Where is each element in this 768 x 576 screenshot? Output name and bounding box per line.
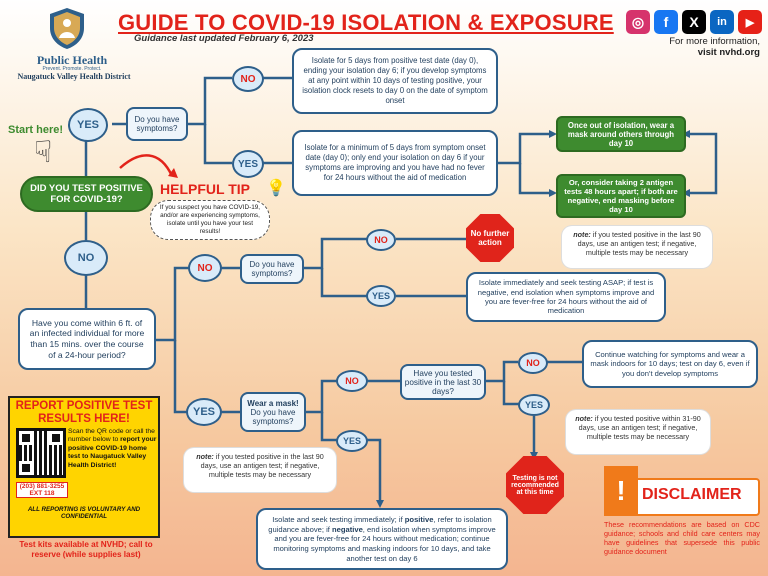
- logo-name: Public Health: [36, 53, 108, 67]
- linkedin-icon[interactable]: in: [710, 10, 734, 34]
- not-tested-no-node: NO: [518, 352, 548, 374]
- logo-tagline: Prevent. Promote. Protect.: [42, 66, 102, 72]
- seek-negative: negative: [331, 524, 363, 534]
- seek-text-2: , refer to isolation guidance above; if: [268, 515, 492, 534]
- exposed-symptoms-question: Wear a mask! Do you have symptoms?: [240, 392, 306, 432]
- antigen-test-option: Or, consider taking 2 antigen tests 48 h…: [556, 174, 686, 218]
- wear-mask-label: Wear a mask!: [247, 398, 299, 408]
- exposed-yes-symptoms-node: YES: [336, 430, 368, 452]
- youtube-icon[interactable]: ▶: [738, 10, 762, 34]
- seek-text-1: Isolate and seek testing immediately; if: [272, 515, 405, 524]
- disclaimer-title: DISCLAIMER: [642, 486, 742, 503]
- qr-code[interactable]: [16, 428, 66, 478]
- report-panel: REPORT POSITIVE TEST RESULTS HERE! Scan …: [8, 396, 160, 538]
- report-phone-number: (203) 881-3255: [19, 483, 65, 490]
- antigen-note-1-label: note:: [573, 230, 591, 239]
- report-phone[interactable]: (203) 881-3255 EXT 118: [16, 482, 68, 498]
- start-question: DID YOU TEST POSITIVE FOR COVID-19?: [20, 176, 153, 212]
- test-kits-note: Test kits available at NVHD; call to res…: [19, 540, 153, 559]
- logo: [30, 6, 108, 54]
- seek-testing-text: Isolate and seek testing immediately; if…: [256, 508, 508, 570]
- start-here-label: Start here!: [8, 124, 64, 136]
- page-title: GUIDE TO COVID-19 ISOLATION & EXPOSURE: [118, 10, 614, 35]
- instagram-icon[interactable]: ◎: [626, 10, 650, 34]
- logo-district: Naugatuck Valley Health District: [17, 72, 131, 81]
- seek-positive: positive: [404, 515, 434, 524]
- report-scan-text: Scan the QR code or call the number belo…: [68, 428, 155, 444]
- antigen-note-2-label: note:: [575, 414, 593, 423]
- not-exposed-no-node: NO: [188, 254, 222, 282]
- report-voluntary: ALL REPORTING IS VOLUNTARY AND CONFIDENT…: [27, 506, 141, 520]
- antigen-note-2: note: if you tested positive within 31-9…: [566, 410, 710, 454]
- negative-no-node: NO: [64, 240, 108, 276]
- exposed-yes-node: YES: [186, 398, 222, 426]
- tested-yes-node: YES: [518, 394, 550, 416]
- symptoms-isolation-text: Isolate for a minimum of 5 days from sym…: [292, 130, 498, 196]
- report-phone-ext: EXT 118: [29, 490, 55, 497]
- shield-logo-icon: [50, 8, 84, 49]
- more-info-line1: For more information,: [669, 36, 760, 47]
- exposed-no-node: NO: [336, 370, 368, 392]
- no-further-action-sign: No further action: [466, 214, 514, 262]
- symptoms-yes-node: YES: [366, 285, 396, 307]
- isolate-seek-testing-text: Isolate immediately and seek testing ASA…: [466, 272, 666, 322]
- mask-after-isolation: Once out of isolation, wear a mask aroun…: [556, 116, 686, 152]
- exposed-symptoms-label: Do you have symptoms?: [250, 407, 296, 426]
- testing-not-recommended-sign: Testing is not recommended at this time: [506, 456, 564, 514]
- no-symptoms-no-node: NO: [366, 229, 396, 251]
- disclaimer-text: These recommendations are based on CDC g…: [604, 520, 760, 556]
- more-info-link[interactable]: visit nvhd.org: [697, 47, 760, 58]
- report-title: REPORT POSITIVE TEST RESULTS HERE!: [15, 400, 153, 425]
- disclaimer-banner: ! DISCLAIMER: [604, 466, 760, 516]
- positive-no-node: NO: [232, 66, 264, 92]
- x-icon[interactable]: X: [682, 10, 706, 34]
- tested-positive-question: Have you tested positive in the last 30 …: [400, 364, 486, 400]
- positive-yes-symptoms-node: YES: [232, 150, 264, 178]
- pointing-hand-icon: ☟: [34, 136, 53, 169]
- report-scan-bold: report your positive COVID-19 home test …: [68, 436, 157, 469]
- antigen-note-3-label: note:: [196, 452, 214, 461]
- antigen-note-3: note: if you tested positive in the last…: [184, 448, 336, 492]
- positive-yes-node: YES: [68, 108, 108, 142]
- more-info: For more information, visit nvhd.org: [620, 36, 760, 58]
- antigen-note-3-text: if you tested positive in the last 90 da…: [200, 452, 324, 479]
- not-exposed-symptoms-question: Do you have symptoms?: [240, 254, 304, 284]
- lightbulb-icon: 💡: [266, 180, 286, 197]
- social-links: ◎ f X in ▶: [626, 0, 766, 40]
- facebook-icon[interactable]: f: [654, 10, 678, 34]
- no-symptoms-isolation-text: Isolate for 5 days from positive test da…: [292, 48, 498, 114]
- positive-symptoms-question: Do you have symptoms?: [126, 107, 188, 141]
- continue-watching-text: Continue watching for symptoms and wear …: [582, 340, 758, 388]
- report-instructions: Scan the QR code or call the number belo…: [68, 428, 158, 470]
- exposure-question: Have you come within 6 ft. of an infecte…: [18, 308, 156, 370]
- page-subtitle: Guidance last updated February 6, 2023: [134, 33, 314, 44]
- seek-text-3: , end isolation when symptoms improve an…: [273, 524, 496, 563]
- antigen-note-2-text: if you tested positive within 31-90 days…: [578, 414, 701, 441]
- warning-icon: !: [604, 466, 638, 516]
- helpful-tip-text: If you suspect you have COVID-19, and/or…: [150, 200, 270, 240]
- antigen-note-1-text: if you tested positive in the last 90 da…: [577, 230, 701, 257]
- helpful-tip-title: HELPFUL TIP: [160, 181, 250, 197]
- antigen-note-1: note: if you tested positive in the last…: [562, 226, 712, 268]
